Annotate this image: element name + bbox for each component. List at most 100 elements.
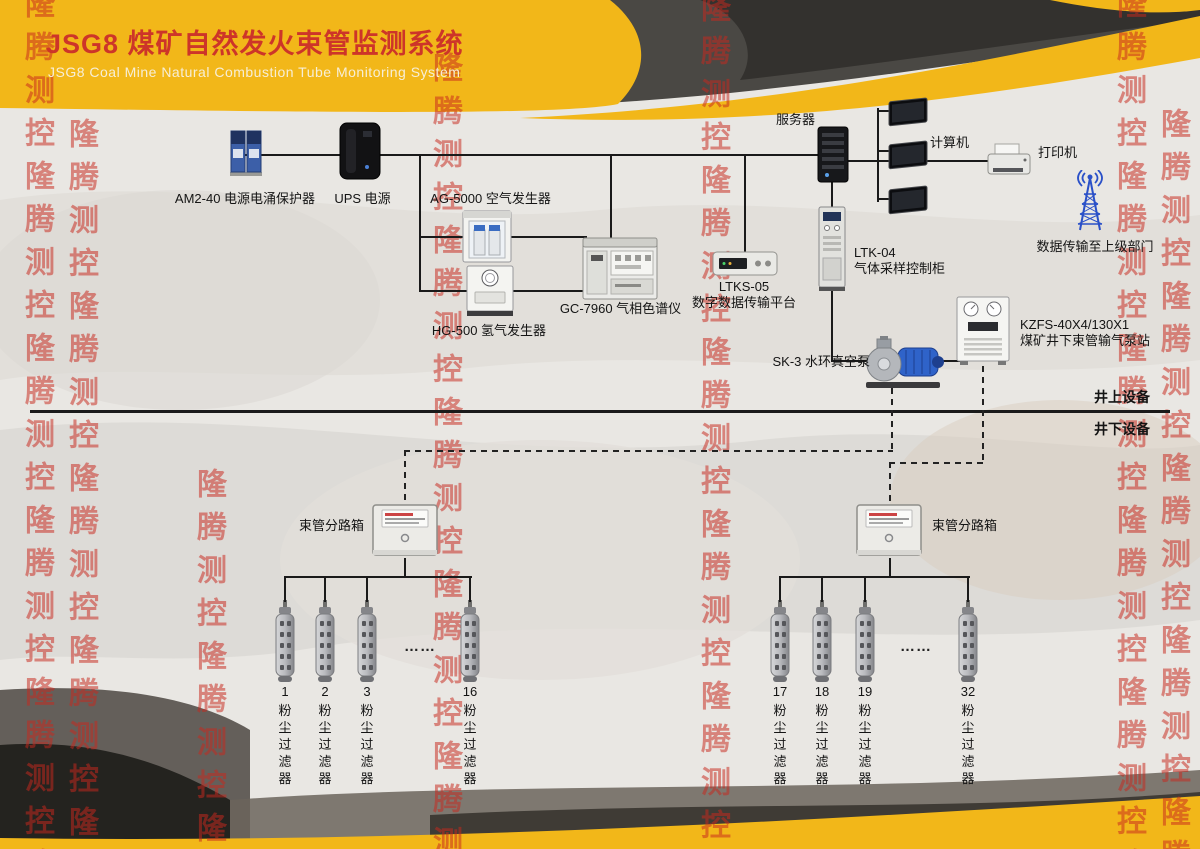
filter-label: 粉尘过滤器: [278, 703, 292, 786]
chromatograph-icon: [582, 237, 658, 301]
connector-line: [877, 108, 879, 202]
dashed-connector-line: [889, 462, 984, 464]
filter-label: 粉尘过滤器: [815, 703, 829, 786]
surface-zone-label: 井上设备: [1094, 389, 1150, 405]
dust-filter: 16 粉尘过滤器: [457, 576, 483, 812]
filter-number: 1: [281, 684, 289, 699]
filter-number: 32: [960, 684, 976, 699]
dashed-connector-line: [404, 450, 406, 506]
server-label: 服务器: [775, 112, 815, 127]
connector-line: [285, 576, 472, 578]
computer-monitor-icon: [888, 137, 930, 171]
connector-line: [967, 576, 969, 602]
dust-filter: 19 粉尘过滤器: [852, 576, 878, 812]
pump-station-icon: [956, 296, 1010, 366]
filter-number: 19: [857, 684, 873, 699]
ltks-name-label: 数字数据传输平台: [691, 295, 796, 310]
filter-label: 粉尘过滤器: [858, 703, 872, 786]
connector-line: [831, 182, 833, 210]
connector-line: [779, 576, 781, 602]
hydrogen-generator-icon: [466, 265, 514, 317]
air-generator-label: AG-5000 空气发生器: [430, 191, 551, 206]
filter-label: 粉尘过滤器: [961, 703, 975, 786]
ltks-model-label: LTKS-05: [718, 279, 770, 294]
connector-line: [366, 576, 368, 602]
dust-filter-icon: [354, 600, 380, 684]
pump-station-name-label: 煤矿井下束管输气泵站: [1020, 333, 1151, 348]
ltks-device-icon: [712, 251, 778, 277]
connector-line: [240, 154, 834, 156]
connector-line: [877, 198, 889, 200]
branch-box-left-label: 束管分路箱: [298, 518, 364, 533]
filter-label: 粉尘过滤器: [463, 703, 477, 786]
filter-label: 粉尘过滤器: [773, 703, 787, 786]
surge-protector-icon: [227, 127, 265, 177]
sampling-cabinet-model-label: LTK-04: [854, 245, 896, 260]
connector-line: [831, 290, 833, 362]
air-generator-icon: [462, 210, 512, 264]
ellipsis-label: ……: [900, 638, 932, 655]
dashed-connector-line: [891, 388, 893, 452]
ellipsis-label: ……: [404, 638, 436, 655]
sampling-cabinet-name-label: 气体采样控制柜: [854, 261, 946, 276]
connector-line: [831, 360, 871, 362]
sampling-cabinet-icon: [818, 206, 846, 292]
underground-zone-label: 井下设备: [1094, 421, 1150, 437]
dust-filter: 32 粉尘过滤器: [955, 576, 981, 812]
branch-box-icon: [372, 504, 438, 558]
page-title: JSG8 煤矿自然发火束管监测系统: [46, 29, 464, 59]
dust-filter-icon: [852, 600, 878, 684]
connector-line: [404, 558, 406, 578]
printer-icon: [986, 142, 1032, 180]
branch-box-icon: [856, 504, 922, 558]
dust-filter-icon: [767, 600, 793, 684]
surge-protector-label: AM2-40 电源电涌保护器: [174, 191, 316, 206]
ups-icon: [338, 121, 382, 181]
filter-number: 16: [462, 684, 478, 699]
dashed-connector-line: [889, 462, 891, 506]
filter-number: 3: [363, 684, 371, 699]
computer-monitor-icon: [888, 182, 930, 216]
connector-line: [940, 360, 964, 362]
pump-station-model-label: KZFS-40X4/130X1: [1020, 317, 1130, 332]
dashed-connector-line: [982, 366, 984, 464]
hydrogen-generator-label: HG-500 氢气发生器: [431, 323, 547, 338]
ups-label: UPS 电源: [334, 191, 391, 206]
server-icon: [817, 126, 849, 184]
connector-line: [610, 154, 612, 242]
dust-filter-icon: [457, 600, 483, 684]
printer-label: 打印机: [1038, 145, 1078, 160]
chromatograph-label: GC-7960 气相色谱仪: [559, 301, 682, 316]
antenna-icon: [1062, 169, 1118, 234]
filter-number: 2: [321, 684, 329, 699]
dashed-connector-line: [404, 450, 893, 452]
connector-line: [284, 576, 286, 602]
connector-line: [877, 110, 889, 112]
connector-line: [469, 576, 471, 602]
filter-number: 18: [814, 684, 830, 699]
dust-filter: 18 粉尘过滤器: [809, 576, 835, 812]
dust-filter-icon: [955, 600, 981, 684]
computer-label: 计算机: [930, 135, 970, 150]
connector-line: [780, 576, 970, 578]
connector-line: [877, 150, 889, 152]
vacuum-pump-icon: [864, 336, 944, 390]
connector-line: [864, 576, 866, 602]
dust-filter-icon: [809, 600, 835, 684]
page-subtitle: JSG8 Coal Mine Natural Combustion Tube M…: [48, 64, 461, 80]
dust-filter-icon: [272, 600, 298, 684]
dust-filter-icon: [312, 600, 338, 684]
computer-monitor-icon: [888, 94, 930, 128]
dust-filter: 1 粉尘过滤器: [272, 576, 298, 812]
branch-box-right-label: 束管分路箱: [932, 518, 998, 533]
connector-line: [30, 410, 1170, 413]
connector-line: [889, 558, 891, 578]
vacuum-pump-label: SK-3 水环真空泵: [772, 354, 870, 369]
